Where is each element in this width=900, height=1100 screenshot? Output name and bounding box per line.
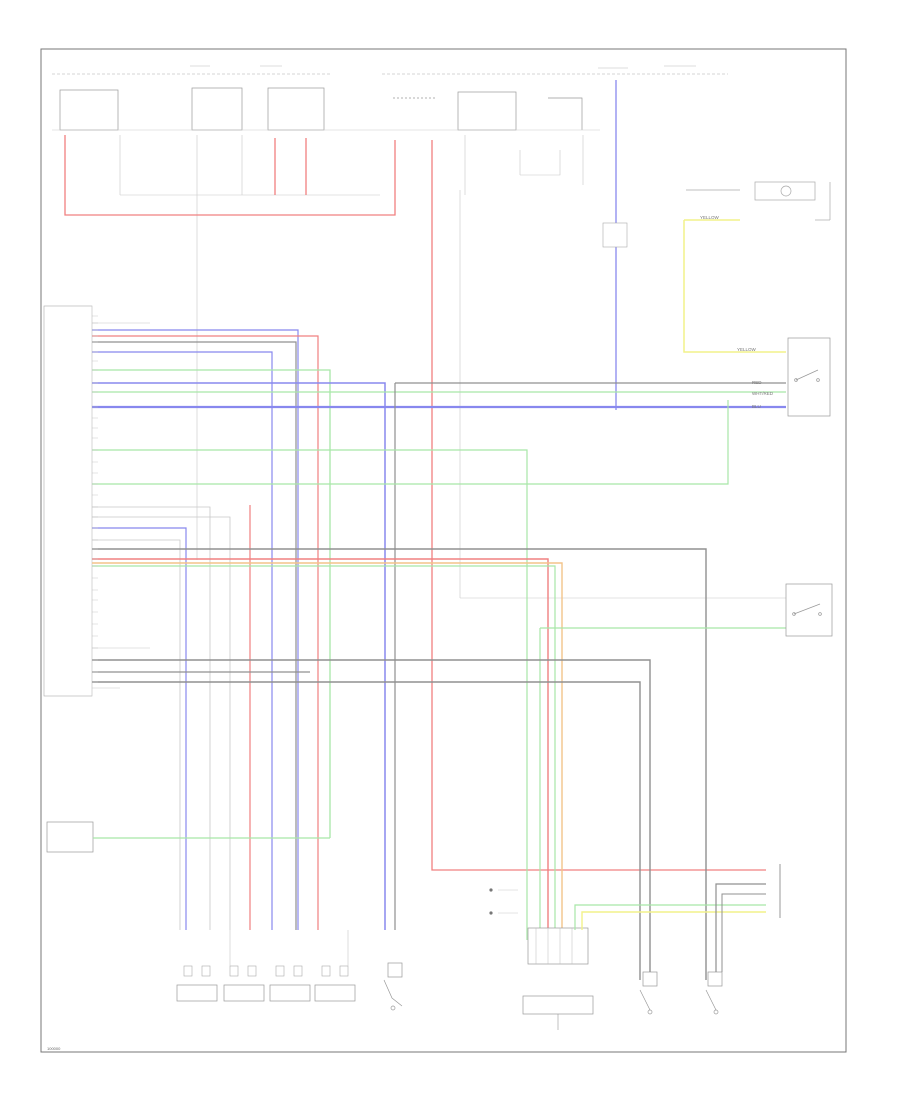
bottom-sensors: [176, 984, 356, 1002]
bottom-sensor-stubs: [229, 930, 349, 966]
right-connector-wires: [574, 883, 766, 972]
instrument-cluster: [686, 181, 831, 221]
wire-label-yellow-2: YELLOW: [737, 347, 757, 352]
footnote: 100000: [47, 1046, 61, 1051]
red-wire-top: [64, 135, 396, 216]
connector-pin-marks: [92, 315, 98, 683]
thin-wires-top: [119, 135, 786, 599]
ecu-wires: [92, 322, 786, 980]
top-components: [52, 87, 600, 131]
yellow-wire: [683, 219, 786, 353]
central-connector: [522, 927, 594, 1030]
ecu-connector: [43, 305, 93, 697]
wire-label-yellow: YELLOW: [700, 215, 720, 220]
switch-box-top: [787, 337, 831, 417]
wire-label-white-red: WHT/RED: [752, 391, 774, 396]
diagram-border: [40, 48, 847, 1053]
red-wire-main: [431, 140, 766, 871]
central-label-marks: [489, 888, 518, 915]
fuse-labels: [190, 65, 696, 69]
ground-connectors: [383, 962, 723, 1015]
fuse-box: [602, 222, 628, 248]
engine-sensor-box: [46, 821, 330, 853]
switch-box-bottom: [785, 583, 833, 637]
bottom-sensor-pins: [183, 965, 349, 977]
wire-label-red: RED: [752, 380, 762, 385]
wire-label-blue: BLU: [752, 404, 761, 409]
